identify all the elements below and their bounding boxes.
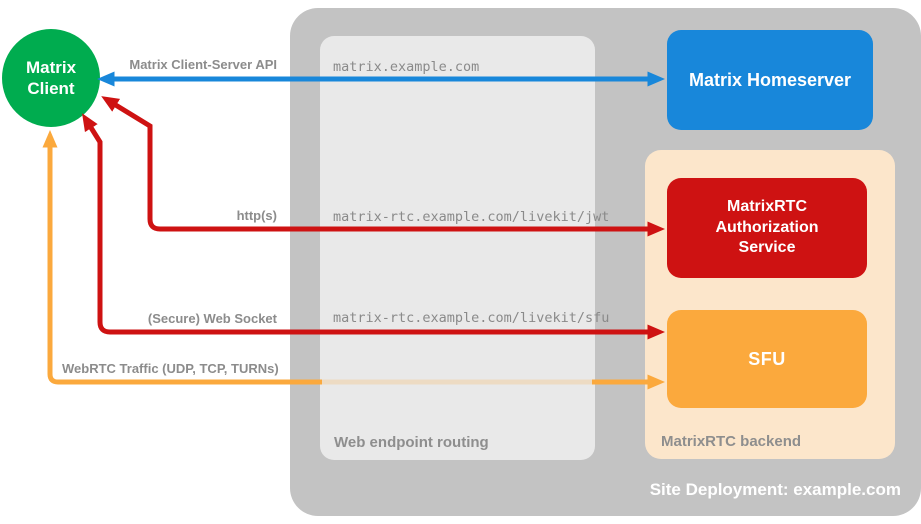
livekit-jwt-route-url: matrix-rtc.example.com/livekit/jwt (333, 209, 610, 225)
site-deployment-title: Site Deployment: example.com (649, 480, 901, 499)
client-server-api-edge-label: Matrix Client-Server API (129, 57, 277, 72)
matrixrtc-backend-label: MatrixRTC backend (661, 433, 802, 450)
sfu-node: SFU (667, 310, 867, 408)
websocket-edge-label: (Secure) Web Socket (147, 311, 277, 326)
matrix-homeserver-node: Matrix Homeserver (667, 30, 873, 130)
homeserver-route-url: matrix.example.com (333, 59, 480, 75)
sfu-label: SFU (748, 348, 786, 369)
webrtc-arrow-left-segment (42, 130, 322, 385)
web-endpoint-routing-label: Web endpoint routing (334, 434, 489, 451)
matrix-client-label: Matrix Client (25, 57, 77, 98)
livekit-sfu-route-url: matrix-rtc.example.com/livekit/sfu (333, 310, 610, 326)
matrix-client-node: Matrix Client (2, 29, 100, 127)
https-edge-label: http(s) (236, 208, 277, 223)
matrix-homeserver-label: Matrix Homeserver (688, 69, 852, 90)
webrtc-traffic-edge-label: WebRTC Traffic (UDP, TCP, TURNs) (62, 361, 279, 376)
web-endpoint-routing-panel (320, 36, 595, 460)
matrixrtc-authorization-service-node: MatrixRTC Authorization Service (667, 178, 867, 278)
matrixrtc-authorization-service-label: MatrixRTC Authorization Service (715, 197, 819, 257)
